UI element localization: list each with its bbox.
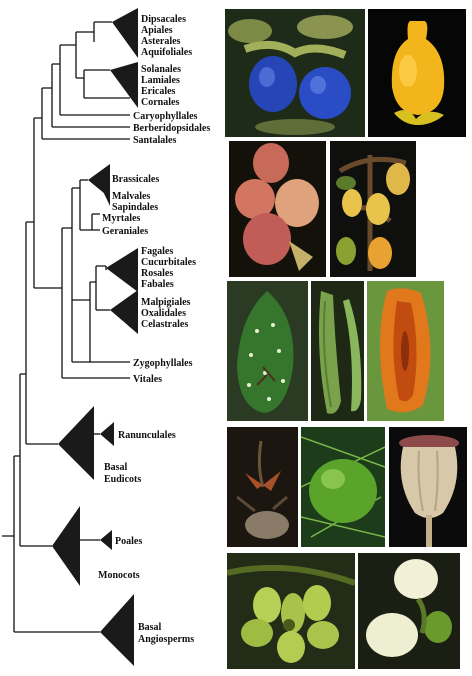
label-basal-angiosperms-2: Angiosperms [138,634,194,645]
photo-spotted-fruit [226,280,309,422]
photo-orange-pod [366,280,445,422]
label-dipsacales: Dipsacales [141,14,186,25]
red-fruits-illustration [229,141,326,277]
wedge-ranunculales [100,422,114,446]
photo-green-cluster [226,552,356,670]
label-basal-eudicots-1: Basal [104,462,128,473]
branch-asterids [60,32,77,78]
green-berry-illustration [301,427,385,547]
branch-fabids [72,282,91,362]
branch-superasterids [34,88,43,139]
photo-red-fruits [228,140,327,278]
branch-campanulids [76,21,112,42]
branch-rosids [62,188,73,362]
wedge-basal-eudicots [58,406,94,480]
label-poales: Poales [115,536,142,547]
label-rosales: Rosales [141,268,173,279]
wedge-malvales-sapindales [100,178,110,206]
label-ericales: Ericales [141,86,176,97]
label-ranunculales: Ranunculales [118,430,176,441]
wedge-campanulids [112,8,138,58]
label-fabales: Fabales [141,279,174,290]
label-apiales: Apiales [141,25,173,36]
label-celastrales: Celastrales [141,319,188,330]
label-malpigiales: Malpigiales [141,297,191,308]
label-myrtales: Myrtales [102,213,140,224]
tree-branches [2,21,130,633]
label-aquifoliales: Aquifoliales [141,47,192,58]
label-geraniales: Geraniales [102,226,148,237]
photo-poppy-capsule [388,426,468,548]
photo-white-fruits [357,552,461,670]
label-oxalidales: Oxalidales [141,308,186,319]
spotted-fruit-illustration [227,281,308,421]
label-solanales: Solanales [141,64,181,75]
pea-pod-illustration [311,281,364,421]
label-berberidopsidales: Berberidopsidales [133,123,210,134]
branch-nitrogen-fixing [96,265,107,270]
wedge-lamiids [110,62,138,108]
dry-capsule-illustration [227,427,298,547]
photo-yellow-fruit [367,8,467,138]
label-basal-angiosperms-1: Basal [138,622,162,633]
label-monocots: Monocots [98,570,140,581]
green-cluster-illustration [227,553,355,669]
photo-dry-capsule [226,426,299,548]
blue-fruits-illustration [225,9,365,137]
wedge-basal-angiosperms [100,594,134,666]
label-fagales: Fagales [141,246,173,257]
label-basal-eudicots-2: Eudicots [104,474,141,485]
branch-asterid-group [42,64,53,127]
clade-labels: Dipsacales Apiales Asterales Aquifoliale… [98,14,210,645]
wedge-monocots [52,506,80,586]
orange-pod-illustration [367,281,444,421]
branch-fabids-core [90,266,97,310]
wedge-fagales-fabales [106,248,138,292]
label-sapindales: Sapindales [112,202,158,213]
photo-orange-fruits [329,140,417,278]
branch-mesangiosperms [14,374,21,546]
wedge-com-clade [110,290,138,334]
label-malvales: Malvales [112,191,150,202]
branch-myrt-ger [80,213,100,231]
branch-asterid-core [52,45,61,115]
label-brassicales: Brassicales [112,174,159,185]
branch-ericales-cornales [76,70,85,98]
branch-malvids-myrt [72,180,81,230]
photo-pea-pod [310,280,365,422]
label-cornales: Cornales [141,97,179,108]
poppy-capsule-illustration [389,427,467,547]
photo-blue-fruits [224,8,366,138]
label-caryophyllales: Caryophyllales [133,111,198,122]
orange-fruits-illustration [330,141,416,277]
branch-eudicots [20,222,27,444]
branch-root [2,456,15,632]
label-zygophyllales: Zygophyllales [133,358,193,369]
label-asterales: Asterales [141,36,181,47]
branch-core-eudicots [26,118,35,288]
label-lamiales: Lamiales [141,75,180,86]
label-vitales: Vitales [133,374,162,385]
label-cucurbitales: Cucurbitales [141,257,196,268]
wedge-poales [100,530,112,550]
branch-superrosids [34,228,63,378]
photo-green-berry [300,426,386,548]
white-fruits-illustration [358,553,460,669]
clade-wedges [52,8,138,666]
label-santalales: Santalales [133,135,176,146]
yellow-fruit-illustration [368,9,466,137]
